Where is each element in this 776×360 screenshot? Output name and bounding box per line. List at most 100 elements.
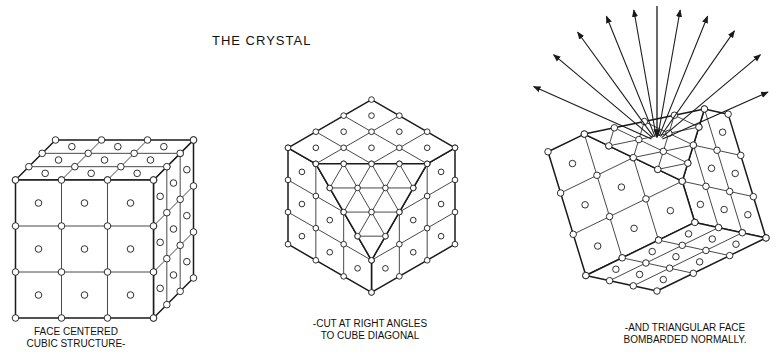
lattice-atom (341, 241, 347, 247)
lattice-line (610, 228, 719, 281)
lattice-atom (732, 170, 739, 177)
scattered-arrow (534, 87, 652, 139)
lattice-line (633, 233, 742, 286)
lattice-atom (369, 97, 375, 103)
lattice-line (316, 116, 400, 164)
lattice-atom (709, 236, 716, 243)
lattice-atom (679, 178, 686, 185)
lattice-atom (739, 230, 746, 237)
lattice-atom (177, 196, 184, 203)
lattice-atom (341, 274, 347, 280)
lattice-atom (190, 137, 197, 144)
lattice-line (180, 153, 181, 291)
lattice-atom (424, 129, 430, 135)
lattice-line (107, 180, 108, 318)
scattered-arrow (634, 10, 656, 136)
lattice-line (330, 187, 414, 188)
lattice-atom (341, 129, 347, 135)
lattice-atom (631, 225, 638, 232)
scattered-arrow (658, 10, 680, 136)
lattice-atom (701, 106, 708, 113)
lattice-atom (725, 111, 732, 118)
text-slot: THE CRYSTAL (212, 33, 311, 48)
lattice-line (330, 164, 344, 188)
lattice-atom (12, 177, 19, 184)
lattice-line (633, 122, 644, 158)
lattice-line (658, 163, 688, 169)
lattice-atom (355, 233, 361, 239)
lattice-atom (327, 217, 333, 223)
lattice-atom (35, 292, 42, 299)
lattice-atom (313, 161, 319, 167)
lattice-atom (341, 113, 347, 119)
lattice-atom (655, 237, 662, 244)
lattice-atom (545, 149, 552, 156)
lattice-atom (410, 217, 416, 223)
lattice-atom (452, 145, 458, 151)
lattice-atom (679, 178, 686, 185)
lattice-atom (690, 142, 697, 149)
lattice-atom (184, 258, 191, 265)
lattice-atom (690, 142, 697, 149)
lattice-atom (115, 143, 122, 150)
lattice-atom (127, 292, 134, 299)
text-slot: -CUT AT RIGHT ANGLES TO CUBE DIAGONAL (305, 318, 435, 342)
lattice-atom (170, 180, 177, 187)
lattice-atom (452, 209, 458, 215)
scattered-arrow (660, 31, 734, 137)
lattice-atom (12, 315, 19, 322)
face-outline (586, 222, 766, 291)
crystal-face (12, 137, 197, 184)
lattice-atom (692, 219, 699, 226)
lattice-atom (299, 233, 305, 239)
lattice-line (315, 164, 316, 260)
lattice-atom (383, 185, 389, 191)
face-outline (584, 109, 704, 181)
lattice-atom (655, 237, 662, 244)
lattice-atom (636, 271, 643, 278)
lattice-atom (438, 233, 444, 239)
lattice-line (153, 186, 193, 226)
lattice-atom (72, 163, 79, 170)
lattice-atom (104, 177, 111, 184)
crystal-face (313, 161, 430, 263)
lattice-atom (164, 301, 171, 308)
lattice-atom (313, 161, 319, 167)
face-fill (584, 109, 704, 181)
lattice-atom (557, 190, 564, 197)
lattice-atom (396, 209, 402, 215)
lattice-atom (660, 276, 667, 283)
lattice-atom (763, 235, 770, 242)
lattice-line (16, 272, 154, 273)
lattice-atom (69, 143, 76, 150)
lattice-atom (696, 259, 703, 266)
lattice-atom (150, 269, 157, 276)
lattice-line (358, 236, 386, 237)
lattice-atom (341, 145, 347, 151)
lattice-atom (12, 223, 19, 230)
lattice-atom (750, 193, 757, 200)
lattice-atom (594, 243, 601, 250)
crystal-cube (12, 137, 197, 322)
lattice-line (16, 226, 154, 227)
figure-caption: -CUT AT RIGHT ANGLES TO CUBE DIAGONAL (305, 318, 435, 342)
figure-caption: -AND TRIANGULAR FACE BOMBARDED NORMALLY. (616, 322, 754, 346)
lattice-atom (619, 255, 626, 262)
lattice-atom (313, 161, 319, 167)
lattice-line (659, 240, 730, 255)
lattice-atom (583, 272, 590, 279)
lattice-atom (341, 161, 347, 167)
lattice-atom (452, 145, 458, 151)
lattice-atom (424, 145, 430, 151)
diagram-title: THE CRYSTAL (212, 33, 311, 48)
face-fill (16, 180, 154, 318)
lattice-atom (701, 106, 708, 113)
lattice-atom (369, 145, 375, 151)
lattice-atom (327, 185, 333, 191)
lattice-atom (98, 137, 105, 144)
lattice-atom (177, 150, 184, 157)
lattice-atom (104, 269, 111, 276)
lattice-atom (655, 166, 662, 173)
lattice-atom (424, 257, 430, 263)
lattice-atom (285, 145, 291, 151)
